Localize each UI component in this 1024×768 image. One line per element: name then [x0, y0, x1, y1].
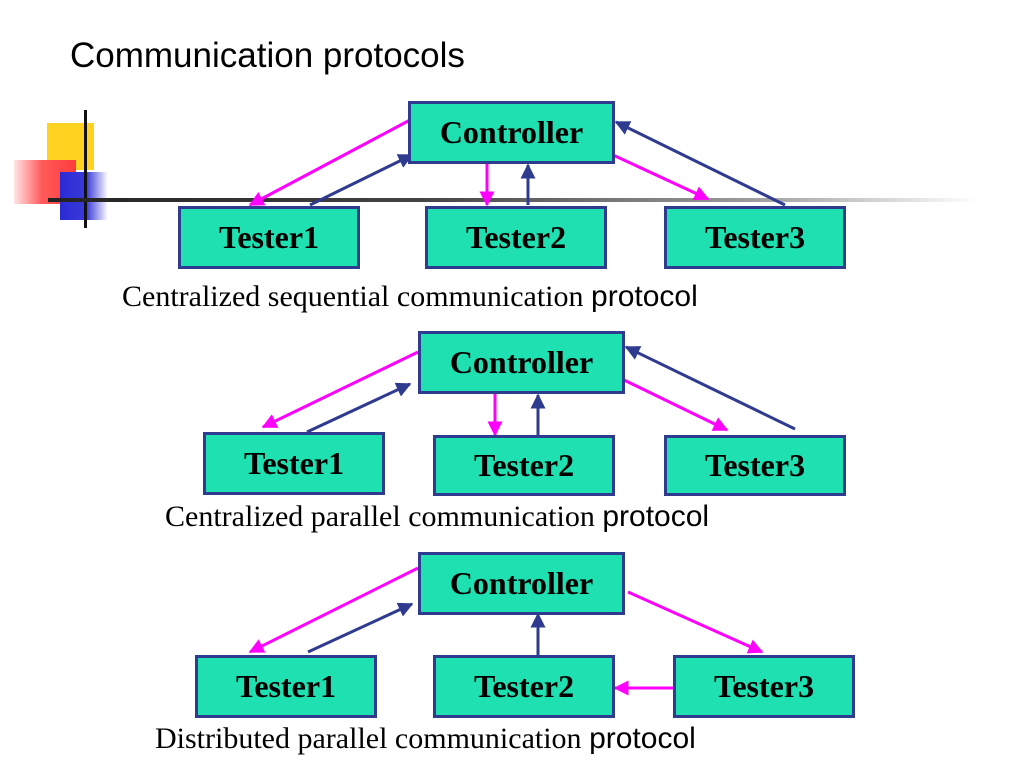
diagram-3-caption-tail: protocol — [589, 722, 696, 755]
diagram-2-tester2-box: Tester2 — [433, 435, 615, 496]
diagram-3-tester3-box: Tester3 — [673, 655, 855, 718]
diagram-1-tester1-box: Tester1 — [178, 206, 360, 269]
diagram-2-tester3-box: Tester3 — [664, 435, 846, 496]
diagram-1-caption-tail: protocol — [591, 280, 698, 313]
arrow-tester1-to-controller — [307, 602, 414, 654]
slide-title: Communication protocols — [70, 36, 465, 75]
arrow-controller-to-tester1 — [248, 566, 419, 654]
arrow-tester1-to-controller — [306, 382, 412, 434]
diagram-2-arrows — [261, 345, 796, 437]
diagram-3-tester2-box: Tester2 — [433, 655, 615, 718]
diagram-3-arrows — [248, 566, 764, 696]
diagram-2-caption: Centralized parallel communication proto… — [165, 500, 709, 534]
diagram-2-controller-box: Controller — [418, 331, 625, 394]
diagram-1-caption-main: Centralized sequential communication — [122, 280, 584, 313]
arrow-controller-to-tester3 — [623, 378, 729, 432]
diagram-3-controller-box: Controller — [418, 552, 625, 615]
arrow-controller-to-tester1 — [261, 350, 419, 429]
diagram-2-caption-main: Centralized parallel communication — [165, 500, 595, 533]
decor-vertical-line — [84, 110, 87, 228]
diagram-1-tester3-box: Tester3 — [664, 206, 846, 269]
diagram-1-controller-box: Controller — [408, 101, 615, 164]
diagram-3-caption-main: Distributed parallel communication — [155, 722, 582, 755]
arrow-controller-to-tester1 — [248, 118, 411, 207]
diagram-3-tester1-box: Tester1 — [195, 655, 377, 718]
diagram-1-tester2-box: Tester2 — [425, 206, 607, 269]
diagram-1-caption: Centralized sequential communication pro… — [122, 280, 698, 314]
arrow-tester1-to-controller — [309, 153, 414, 207]
arrow-controller-to-tester3 — [627, 590, 764, 654]
diagram-3-caption: Distributed parallel communication proto… — [155, 722, 696, 756]
diagram-2-tester1-box: Tester1 — [203, 432, 385, 495]
diagram-2-caption-tail: protocol — [602, 500, 710, 533]
arrow-controller-to-tester3 — [612, 153, 710, 201]
decor-horizontal-line — [48, 198, 978, 202]
arrow-tester3-to-controller — [624, 345, 796, 431]
arrow-tester3-to-controller — [614, 120, 786, 207]
diagram-1-arrows — [248, 118, 786, 207]
